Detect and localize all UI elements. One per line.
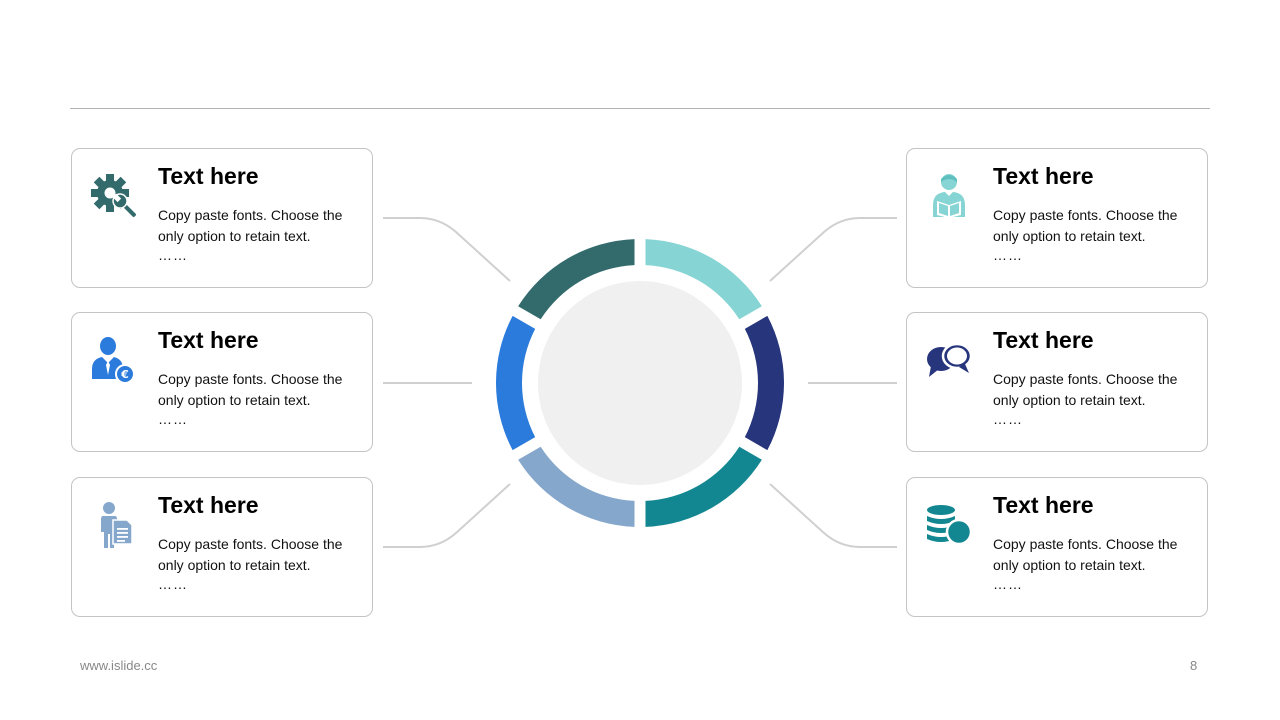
card-ellipsis: ……	[993, 576, 1023, 592]
card-right-top: Text here Copy paste fonts. Choose the o…	[906, 148, 1208, 288]
card-title: Text here	[158, 163, 259, 189]
ring-center-circle	[538, 281, 742, 485]
card-right-middle: Text here Copy paste fonts. Choose the o…	[906, 312, 1208, 452]
card-ellipsis: ……	[993, 411, 1023, 427]
card-description: Copy paste fonts. Choose the only option…	[993, 371, 1178, 408]
card-title: Text here	[993, 163, 1094, 189]
ring-segment-6	[518, 239, 635, 320]
page-number: 8	[1190, 658, 1198, 673]
card-ellipsis: ……	[993, 247, 1023, 263]
ring-segment-4	[518, 446, 635, 527]
footer-url: www.islide.cc	[80, 658, 158, 673]
businessman-euro-icon: €	[88, 335, 140, 387]
reader-book-icon	[923, 171, 975, 223]
card-title: Text here	[158, 492, 259, 518]
card-title: Text here	[993, 492, 1094, 518]
card-description: Copy paste fonts. Choose the only option…	[993, 207, 1178, 244]
person-document-icon	[88, 500, 140, 552]
card-ellipsis: ……	[158, 576, 188, 592]
ring-segment-5	[496, 315, 536, 451]
top-divider	[70, 108, 1210, 109]
card-right-bottom: Text here Copy paste fonts. Choose the o…	[906, 477, 1208, 617]
card-title: Text here	[993, 327, 1094, 353]
card-left-top: Text here Copy paste fonts. Choose the o…	[71, 148, 373, 288]
card-title: Text here	[158, 327, 259, 353]
connector-right-top	[769, 217, 897, 282]
connector-left-bottom	[383, 483, 511, 548]
card-description: Copy paste fonts. Choose the only option…	[158, 207, 343, 244]
cycle-ring	[496, 239, 784, 527]
ring-segment-3	[645, 446, 762, 527]
ring-segment-2	[744, 315, 784, 451]
card-left-bottom: Text here Copy paste fonts. Choose the o…	[71, 477, 373, 617]
card-description: Copy paste fonts. Choose the only option…	[158, 371, 343, 408]
svg-text:€: €	[120, 368, 129, 381]
chat-bubbles-icon	[923, 335, 975, 387]
gear-wrench-icon	[88, 171, 140, 223]
coins-stack-icon	[923, 500, 975, 552]
card-description: Copy paste fonts. Choose the only option…	[158, 536, 343, 573]
card-ellipsis: ……	[158, 411, 188, 427]
card-left-middle: € Text here Copy paste fonts. Choose the…	[71, 312, 373, 452]
connector-left-top	[383, 217, 511, 282]
card-description: Copy paste fonts. Choose the only option…	[993, 536, 1178, 573]
card-ellipsis: ……	[158, 247, 188, 263]
connector-right-bottom	[769, 483, 897, 548]
ring-segment-1	[645, 239, 762, 320]
